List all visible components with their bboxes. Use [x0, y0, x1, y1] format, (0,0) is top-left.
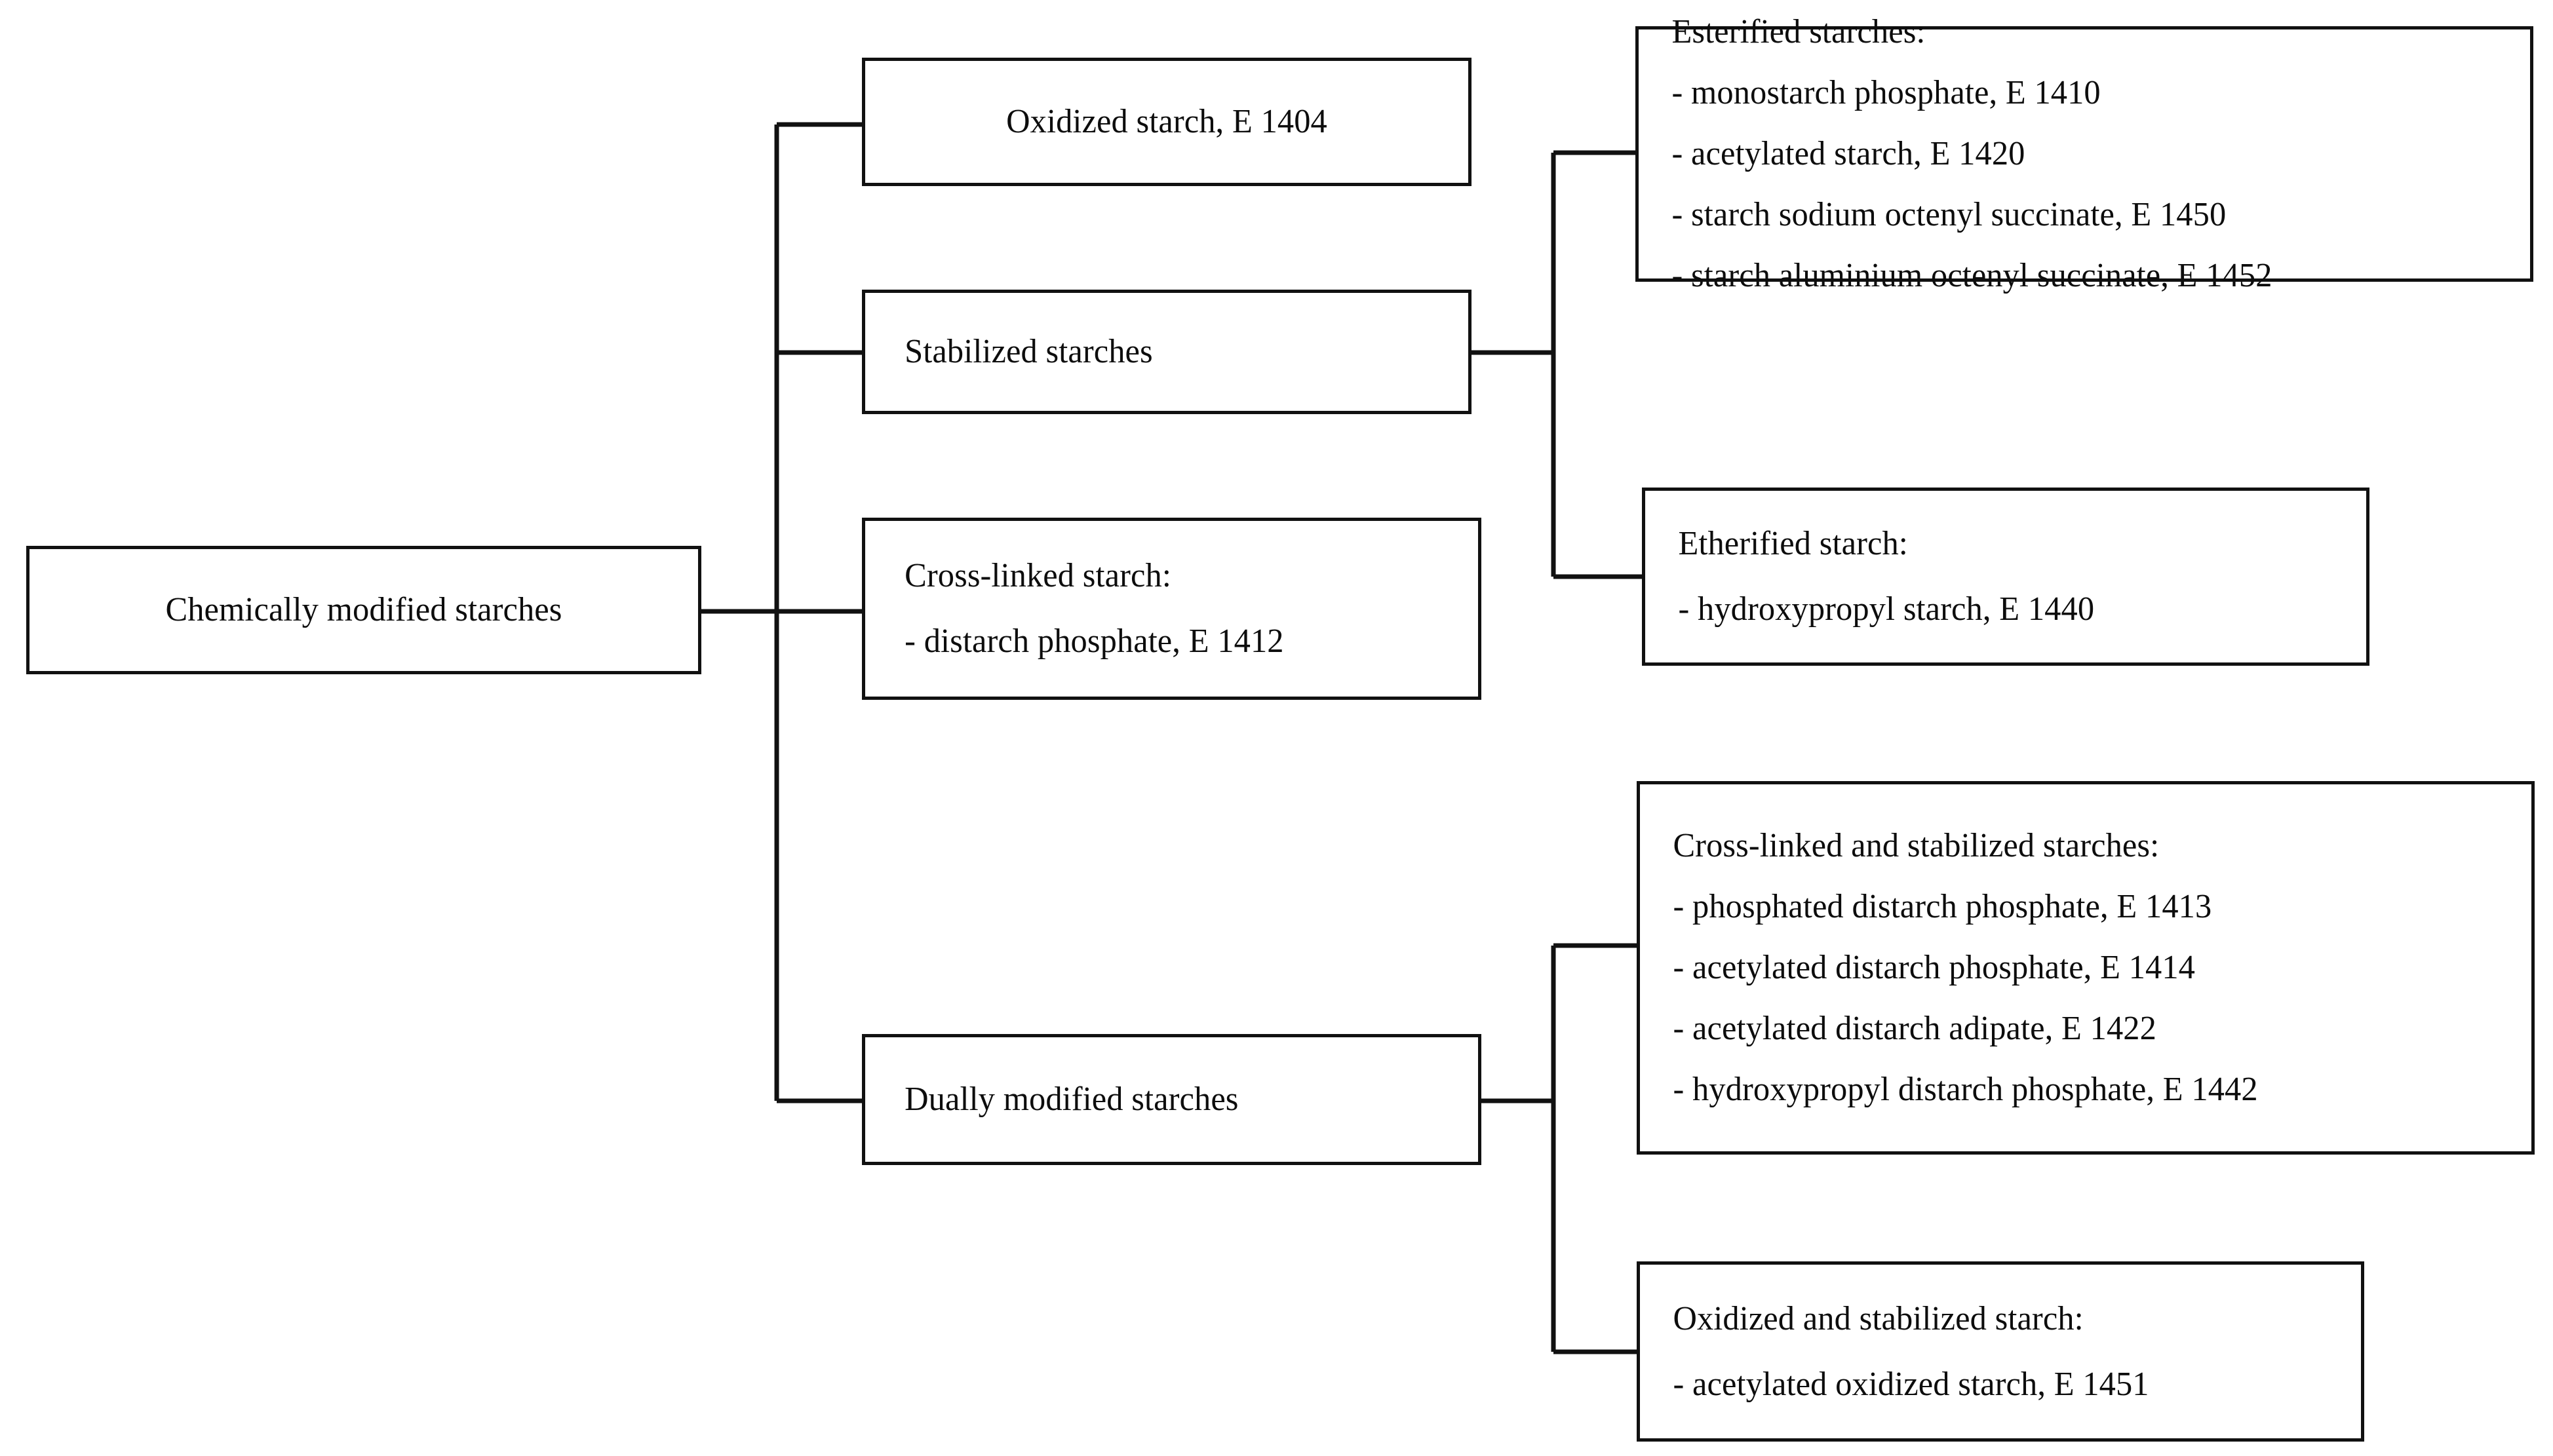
node-esterified-starches[interactable]: Esterified starches: - monostarch phosph… [1635, 15, 2533, 293]
node-crossstab-item-3: - hydroxypropyl distarch phosphate, E 14… [1673, 1071, 2258, 1108]
node-etherified-heading: Etherified starch: [1678, 525, 1908, 562]
node-stabilized-starches[interactable]: Stabilized starches [862, 290, 1471, 414]
node-root-label: Chemically modified starches [165, 591, 562, 628]
node-crosslinked-item-0: - distarch phosphate, E 1412 [905, 623, 1284, 660]
node-chemically-modified-starches[interactable]: Chemically modified starches [26, 546, 701, 674]
node-crossstab-heading: Cross-linked and stabilized starches: [1673, 827, 2160, 864]
node-dually-label: Dually modified starches [905, 1081, 1239, 1118]
node-oxidized-and-stabilized-starch[interactable]: Oxidized and stabilized starch: - acetyl… [1637, 1261, 2364, 1442]
node-esterified-item-2: - starch sodium octenyl succinate, E 145… [1671, 196, 2227, 233]
node-stabilized-label: Stabilized starches [905, 333, 1153, 370]
node-etherified-item-0: - hydroxypropyl starch, E 1440 [1678, 590, 2095, 628]
node-esterified-item-0: - monostarch phosphate, E 1410 [1671, 74, 2101, 111]
node-oxidized-label: Oxidized starch, E 1404 [1006, 103, 1327, 140]
node-esterified-item-3: - starch aluminium octenyl succinate, E … [1671, 257, 2272, 294]
node-crosslinked-heading: Cross-linked starch: [905, 557, 1171, 594]
node-oxistab-item-0: - acetylated oxidized starch, E 1451 [1673, 1365, 2149, 1403]
node-crossstab-item-1: - acetylated distarch phosphate, E 1414 [1673, 949, 2195, 986]
node-cross-linked-and-stabilized-starches[interactable]: Cross-linked and stabilized starches: - … [1637, 781, 2535, 1155]
node-dually-modified-starches[interactable]: Dually modified starches [862, 1034, 1481, 1165]
node-crossstab-item-0: - phosphated distarch phosphate, E 1413 [1673, 888, 2212, 925]
node-oxistab-heading: Oxidized and stabilized starch: [1673, 1299, 2084, 1337]
node-cross-linked-starch[interactable]: Cross-linked starch: - distarch phosphat… [862, 518, 1481, 700]
node-crossstab-item-2: - acetylated distarch adipate, E 1422 [1673, 1010, 2156, 1047]
node-esterified-item-1: - acetylated starch, E 1420 [1671, 135, 2025, 172]
node-etherified-starch[interactable]: Etherified starch: - hydroxypropyl starc… [1642, 488, 2369, 666]
node-esterified-heading: Esterified starches: [1671, 13, 1926, 50]
node-oxidized-starch[interactable]: Oxidized starch, E 1404 [862, 58, 1471, 186]
